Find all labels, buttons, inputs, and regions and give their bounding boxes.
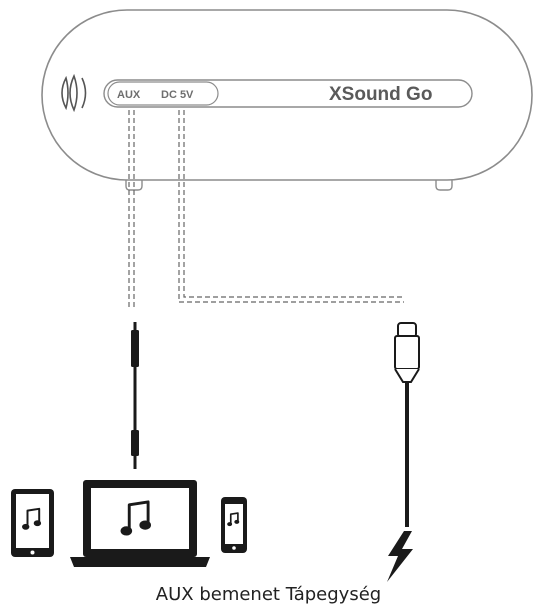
usb-connector-body: [394, 335, 420, 370]
port-group-outline: [107, 81, 219, 106]
caption: AUX bemenet Tápegység: [155, 584, 382, 605]
dc-dashed-line-a: [178, 110, 404, 303]
usb-connector-neck: [394, 368, 420, 383]
speaker-grille-icon: [61, 73, 87, 113]
phone-button: [232, 546, 236, 550]
port-panel: [103, 79, 473, 108]
usb-connector-head: [397, 322, 417, 338]
tablet-icon: [11, 489, 54, 557]
brand-label: XSound Go: [329, 84, 432, 105]
music-note-icon: [227, 512, 240, 527]
phone-icon: [221, 497, 247, 553]
laptop-base: [70, 557, 210, 567]
speaker-feet: [125, 180, 453, 191]
tablet-screen: [16, 494, 49, 548]
usb-cable-icon: [394, 322, 420, 527]
dc-port-label: DC 5V: [161, 89, 194, 101]
speaker-device: AUX DC 5V XSound Go: [41, 9, 533, 191]
aux-cable-icon: [131, 322, 139, 469]
aux-bottom-plug: [131, 430, 139, 456]
laptop-icon: [70, 480, 210, 567]
aux-top-plug: [131, 330, 139, 367]
laptop-screen: [91, 488, 189, 549]
music-note-icon: [120, 500, 152, 536]
lightning-bolt-icon: [387, 531, 413, 582]
aux-port-label: AUX: [117, 89, 141, 101]
connection-lines: [128, 110, 404, 310]
tablet-button: [30, 550, 35, 555]
dc-dashed-line-b: [183, 110, 404, 298]
music-note-icon: [22, 507, 42, 530]
